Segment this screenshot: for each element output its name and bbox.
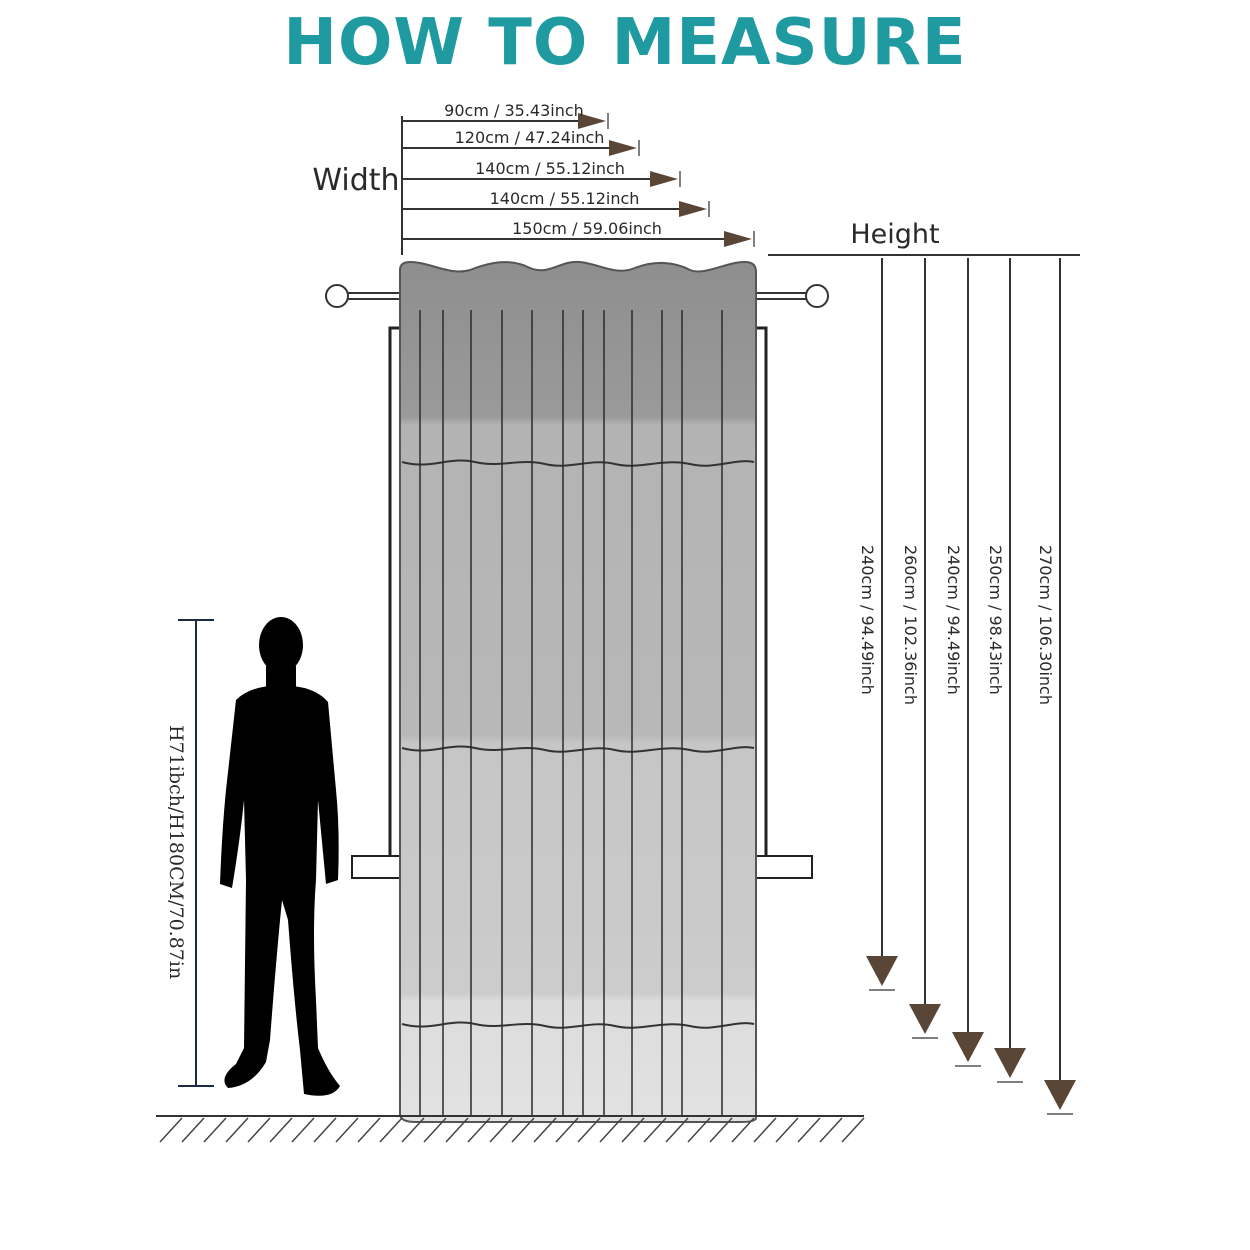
page-title: HOW TO MEASURE xyxy=(283,6,967,80)
floor-hatch-line xyxy=(467,1117,491,1143)
floor-hatch-line xyxy=(357,1117,381,1143)
height-arrow-2: 260cm / 102.36inch xyxy=(901,258,941,1039)
height-arrows: 240cm / 94.49inch 260cm / 102.36inch 240cm… xyxy=(858,258,1076,1115)
height-option-label: 240cm / 94.49inch xyxy=(944,545,963,695)
height-arrow-head xyxy=(994,1048,1026,1078)
height-arrow-1: 240cm / 94.49inch xyxy=(858,258,898,991)
floor-hatch-line xyxy=(665,1117,689,1143)
floor-hatch-line xyxy=(445,1117,469,1143)
height-arrow-head xyxy=(952,1032,984,1062)
rod-finial-right xyxy=(805,284,829,308)
floor-hatch-line xyxy=(269,1117,293,1143)
person-height-label: H71ibch/H180CM/70.87in xyxy=(165,725,187,979)
width-option-label: 140cm / 55.12inch xyxy=(475,159,625,178)
floor-hatch-line xyxy=(841,1117,865,1143)
height-arrow-4: 250cm / 98.43inch xyxy=(986,258,1026,1083)
width-arrow-1: 90cm / 35.43inch xyxy=(402,101,609,129)
height-arrow-5: 270cm / 106.30inch xyxy=(1036,258,1076,1115)
curtain-wave-3 xyxy=(401,1021,755,1029)
floor-hatch-line xyxy=(599,1117,623,1143)
width-arrow-5: 150cm / 59.06inch xyxy=(402,219,755,247)
floor-hatch-line xyxy=(555,1117,579,1143)
width-option-label: 150cm / 59.06inch xyxy=(512,219,662,238)
width-label: Width xyxy=(312,163,399,198)
height-arrow-head xyxy=(1044,1080,1076,1110)
floor-hatch-line xyxy=(643,1117,667,1143)
floor-hatch-line xyxy=(247,1117,271,1143)
width-arrow-3: 140cm / 55.12inch xyxy=(402,159,681,187)
curtain-folds xyxy=(419,310,723,1116)
window-sill-right xyxy=(749,855,813,879)
rod-finial-left xyxy=(325,284,349,308)
floor-hatch-line xyxy=(291,1117,315,1143)
width-option-label: 120cm / 47.24inch xyxy=(455,128,605,147)
floor-hatch-line xyxy=(511,1117,535,1143)
floor-hatch-line xyxy=(819,1117,843,1143)
floor-hatch-line xyxy=(335,1117,359,1143)
width-arrow-head xyxy=(679,201,707,217)
width-arrows: 90cm / 35.43inch 120cm / 47.24inch 140cm /… xyxy=(402,101,755,247)
width-arrow-head xyxy=(578,113,606,129)
floor-hatch-line xyxy=(489,1117,513,1143)
floor-hatch-line xyxy=(225,1117,249,1143)
floor-hatch-line xyxy=(753,1117,777,1143)
floor-hatch-line xyxy=(687,1117,711,1143)
curtain-wave-2 xyxy=(401,745,755,753)
floor-hatch-line xyxy=(159,1117,183,1143)
floor-hatch-line xyxy=(709,1117,733,1143)
floor-hatch-line xyxy=(577,1117,601,1143)
height-arrow-head xyxy=(866,956,898,986)
curtain-wave-1 xyxy=(401,459,755,467)
curtain-panel xyxy=(399,260,757,1123)
width-arrow-head xyxy=(609,140,637,156)
width-arrow-head xyxy=(650,171,678,187)
height-label: Height xyxy=(850,219,939,250)
floor-hatch-line xyxy=(379,1117,403,1143)
floor-hatch-line xyxy=(203,1117,227,1143)
floor-hatch-line xyxy=(797,1117,821,1143)
width-arrow-head xyxy=(724,231,752,247)
height-option-label: 240cm / 94.49inch xyxy=(858,545,877,695)
width-arrow-2: 120cm / 47.24inch xyxy=(402,128,640,156)
floor-hatch-line xyxy=(731,1117,755,1143)
floor-hatch-line xyxy=(181,1117,205,1143)
person-silhouette xyxy=(220,617,340,1096)
width-arrow-4: 140cm / 55.12inch xyxy=(402,189,710,217)
floor-hatch xyxy=(159,1117,865,1143)
floor-hatch-line xyxy=(423,1117,447,1143)
floor-hatch-line xyxy=(401,1117,425,1143)
floor-hatch-line xyxy=(775,1117,799,1143)
floor-hatch-line xyxy=(621,1117,645,1143)
height-option-label: 260cm / 102.36inch xyxy=(901,545,920,705)
height-option-label: 270cm / 106.30inch xyxy=(1036,545,1055,705)
floor-hatch-line xyxy=(313,1117,337,1143)
width-option-label: 90cm / 35.43inch xyxy=(444,101,584,120)
height-option-label: 250cm / 98.43inch xyxy=(986,545,1005,695)
height-arrow-3: 240cm / 94.49inch xyxy=(944,258,984,1067)
floor-hatch-line xyxy=(533,1117,557,1143)
height-arrow-head xyxy=(909,1004,941,1034)
width-option-label: 140cm / 55.12inch xyxy=(490,189,640,208)
